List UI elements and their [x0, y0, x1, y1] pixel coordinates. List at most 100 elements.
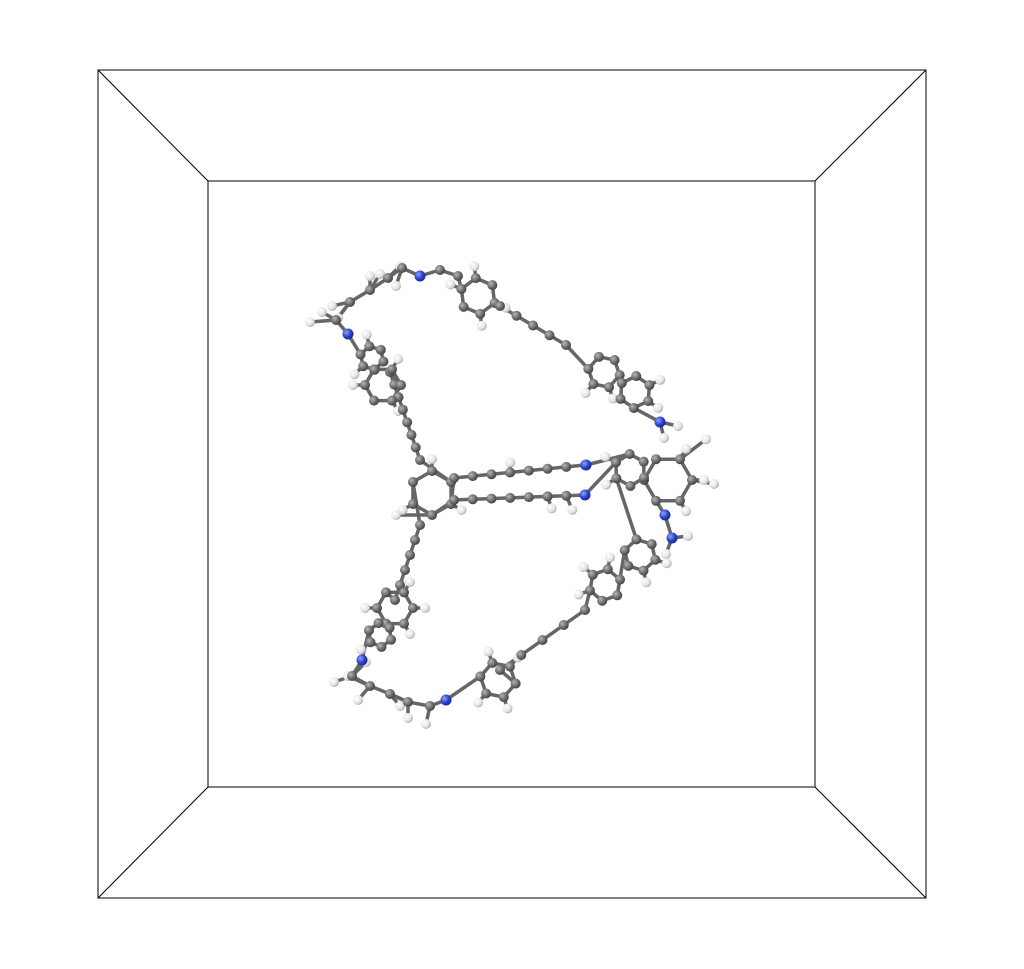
carbon-atom — [363, 625, 374, 636]
nitrogen-atom — [356, 654, 368, 666]
carbon-atom — [651, 495, 661, 506]
carbon-atom — [475, 671, 486, 682]
hydrogen-atom — [420, 603, 430, 613]
nitrogen-atom — [414, 270, 426, 282]
nitrogen-atom — [440, 694, 452, 706]
carbon-atom — [387, 364, 397, 375]
nitrogen-atom — [579, 489, 591, 501]
carbon-atom — [385, 689, 395, 699]
nitrogen-atom — [342, 328, 354, 340]
hydrogen-atom — [391, 510, 401, 520]
carbon-atom — [425, 701, 435, 711]
carbon-atom — [510, 678, 521, 689]
carbon-atom — [558, 620, 569, 630]
hydrogen-atom — [659, 433, 669, 443]
carbon-atom — [646, 539, 657, 550]
carbon-atom — [410, 535, 420, 545]
hydrogen-atom — [661, 558, 672, 569]
carbon-atom — [486, 469, 497, 480]
carbon-atom — [587, 569, 598, 580]
carbon-atom — [365, 285, 375, 295]
carbon-atom — [561, 461, 572, 472]
carbon-atom — [650, 554, 661, 565]
carbon-atom — [612, 590, 623, 601]
hydrogen-atom — [456, 505, 467, 515]
carbon-atom — [395, 580, 405, 590]
carbon-atom — [408, 603, 418, 613]
carbon-atom — [588, 378, 599, 389]
carbon-atom — [504, 661, 515, 672]
carbon-atom — [643, 396, 654, 407]
hydrogen-atom — [473, 697, 484, 708]
carbon-atom — [427, 510, 437, 520]
carbon-atom — [365, 637, 376, 648]
carbon-atom — [619, 545, 630, 556]
hydrogen-atom — [365, 271, 375, 281]
carbon-atom — [384, 622, 395, 633]
carbon-atom — [475, 308, 486, 319]
carbon-atom — [611, 473, 622, 484]
box-outer-frame — [97, 69, 927, 899]
carbon-atom — [358, 361, 369, 372]
carbon-atom — [675, 454, 685, 465]
carbon-atom — [386, 634, 397, 645]
carbon-atom — [360, 380, 370, 390]
carbon-atom — [631, 534, 642, 545]
hydrogen-atom — [361, 329, 372, 340]
carbon-atom — [347, 671, 357, 681]
carbon-atom — [415, 520, 425, 530]
carbon-atom — [638, 456, 649, 467]
carbon-atom — [435, 265, 445, 275]
hydrogen-atom — [573, 589, 584, 600]
hydrogen-atom — [360, 603, 370, 613]
carbon-atom — [407, 477, 418, 487]
hydrogen-atom — [655, 374, 666, 385]
carbon-atom — [397, 404, 408, 415]
hydrogen-atom — [546, 503, 557, 514]
hydrogen-atom — [681, 506, 691, 517]
carbon-atom — [623, 560, 634, 571]
carbon-atom — [542, 491, 553, 502]
carbon-atom — [561, 490, 572, 501]
carbon-atom — [604, 382, 615, 393]
carbon-atom — [638, 565, 649, 576]
carbon-atom — [639, 472, 650, 483]
carbon-atom — [372, 603, 382, 613]
hydrogen-atom — [327, 301, 337, 311]
hydrogen-atom — [476, 320, 487, 331]
hydrogen-atom — [391, 281, 401, 291]
carbon-atom — [364, 341, 375, 352]
hydrogen-atom — [502, 703, 513, 714]
carbon-atom — [481, 688, 492, 699]
hydrogen-atom — [653, 402, 664, 413]
carbon-atom — [390, 595, 400, 605]
carbon-atom — [470, 273, 481, 284]
carbon-atom — [544, 330, 555, 341]
bond — [678, 437, 708, 461]
carbon-atom — [495, 301, 505, 311]
carbon-atom — [387, 395, 397, 406]
hydrogen-atom — [699, 475, 709, 485]
hydrogen-atom — [601, 479, 612, 490]
carbon-atom — [397, 263, 407, 273]
carbon-atom — [615, 574, 626, 585]
hydrogen-atom — [375, 269, 385, 279]
carbon-atom — [651, 454, 661, 465]
carbon-atom — [467, 471, 478, 482]
carbon-atom — [528, 320, 538, 331]
carbon-atom — [400, 565, 410, 575]
carbon-atom — [375, 344, 386, 355]
box-edge-top-left — [97, 69, 209, 182]
hydrogen-atom — [607, 393, 618, 404]
nitrogen-atom — [580, 459, 592, 471]
carbon-atom — [615, 393, 626, 404]
carbon-atom — [631, 371, 642, 382]
atoms-layer — [305, 261, 719, 729]
carbon-atom — [487, 280, 498, 291]
hydrogen-atom — [483, 646, 494, 657]
hydrogen-atom — [403, 713, 413, 723]
carbon-atom — [584, 585, 595, 596]
carbon-atom — [523, 465, 534, 476]
carbon-atom — [609, 355, 620, 366]
